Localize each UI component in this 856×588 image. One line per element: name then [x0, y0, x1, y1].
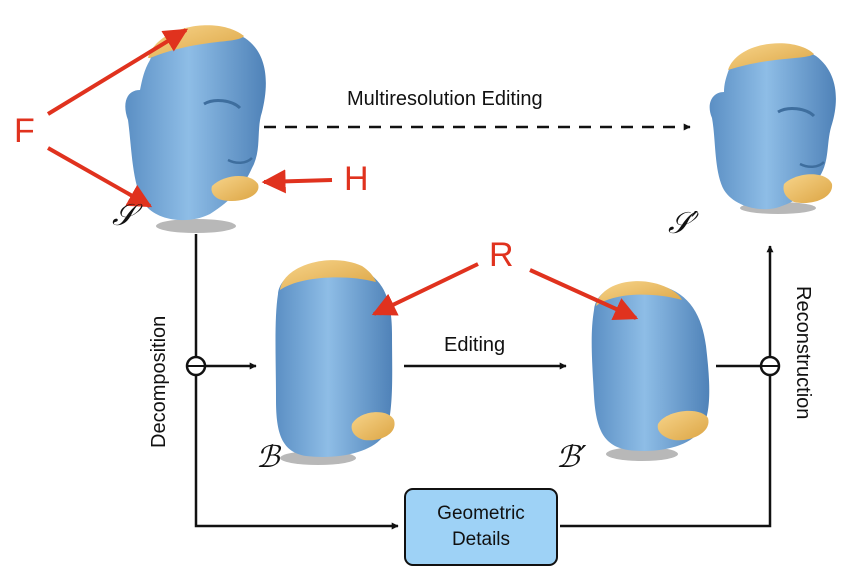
- region-marker-R: R: [489, 236, 514, 274]
- base-B-top-fixed-region: [280, 260, 376, 290]
- F-arrow-to-neck: [47, 146, 153, 208]
- base-B-prime-chin-handle-region: [657, 410, 709, 441]
- head-S-prime-mouth: [799, 161, 825, 168]
- decomposition-label: Decomposition: [148, 315, 170, 448]
- H-arrow-to-chin: [261, 169, 333, 194]
- handle-region-marker-H: H: [344, 160, 369, 198]
- geometric-details-line2: Details: [451, 529, 511, 550]
- surface-label-B: ℬ: [256, 440, 280, 475]
- base-surface-B-prime: [591, 281, 710, 461]
- geometric-details-line1: Geometric: [437, 503, 525, 524]
- editing-label: Editing: [444, 334, 506, 356]
- R-arrow-to-base: [371, 262, 479, 316]
- base-B-body: [275, 262, 393, 457]
- head-S-prime-face: [709, 46, 836, 210]
- decomposition-to-details-arrow: [194, 375, 399, 530]
- base-surface-B: [275, 260, 395, 465]
- R-arrow-to-base-prime: [529, 268, 639, 321]
- head-S-prime-brow: [777, 107, 816, 118]
- surface-label-B-prime: ℬ′: [556, 440, 587, 475]
- base-B-prime-top-fixed-region: [596, 281, 682, 306]
- head-S-brow: [203, 99, 242, 110]
- surface-label-S: 𝒮: [112, 198, 136, 233]
- head-S-mouth: [227, 157, 253, 164]
- head-S-chin-handle-region: [211, 175, 259, 202]
- multiresolution-editing-label: Multiresolution Editing: [347, 88, 543, 110]
- head-S-prime-top-fixed-region: [728, 43, 814, 70]
- reconstruction-label: Reconstruction: [792, 286, 814, 420]
- F-arrow-to-top: [46, 28, 189, 116]
- fixed-region-marker-F: F: [14, 112, 35, 150]
- head-S-prime-chin-handle-region: [783, 174, 833, 204]
- surface-label-S-prime: 𝒮′: [668, 206, 699, 241]
- base-B-chin-handle-region: [351, 412, 395, 441]
- geometric-details-box: Geometric Details: [404, 488, 558, 566]
- head-S-face: [125, 28, 266, 221]
- details-to-reconstruction-line: [560, 375, 772, 528]
- head-surface-S-prime: [709, 43, 836, 214]
- base-B-prime-body: [591, 283, 710, 452]
- head-S-shadow: [156, 219, 236, 233]
- base-B-prime-shadow: [606, 447, 678, 461]
